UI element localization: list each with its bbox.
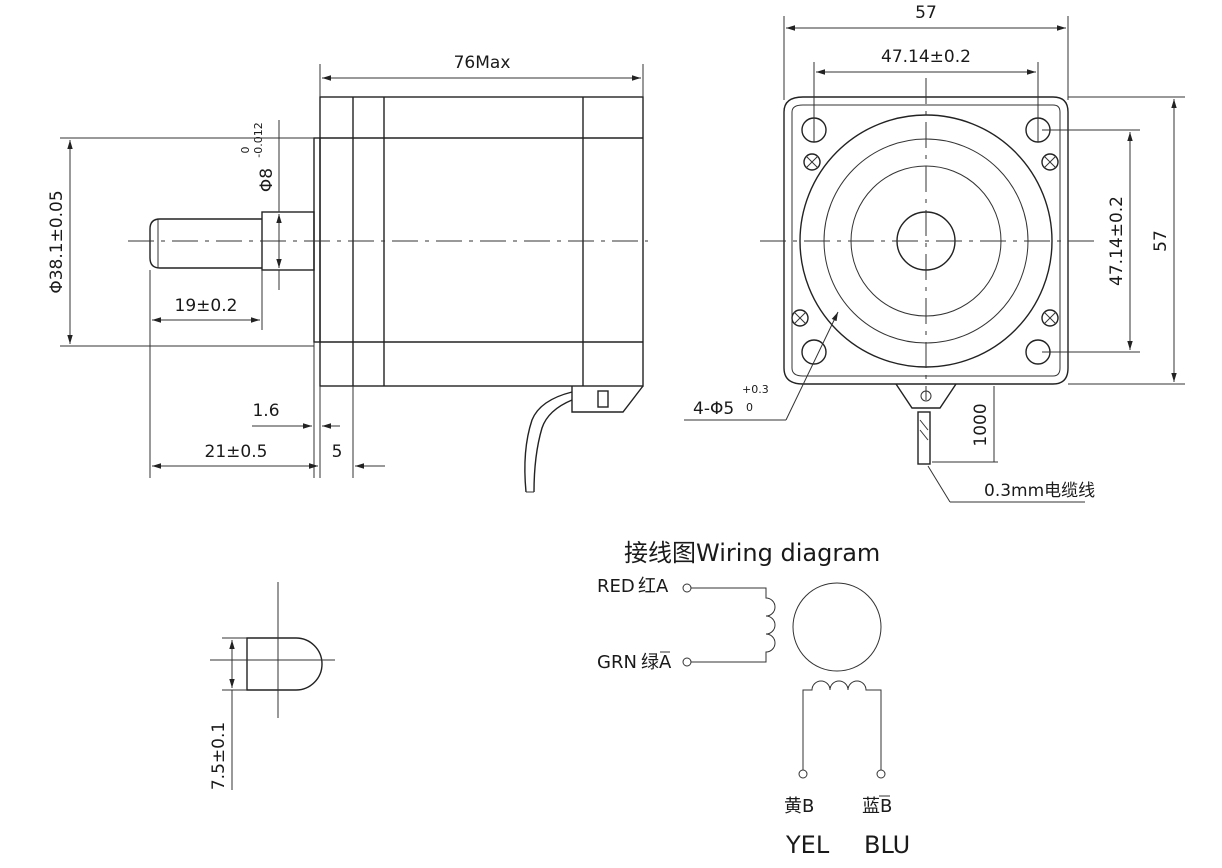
shaft-tol-upper: 0 bbox=[239, 147, 252, 154]
front-flange-outline bbox=[783, 96, 1069, 385]
blu-terminal bbox=[876, 769, 886, 779]
blu-wire-label: BLU bbox=[864, 831, 910, 859]
shaft bbox=[149, 218, 262, 269]
side-dimensions: 76Max Φ38.1±0.05 Φ8 0 -0.012 19±0.2 1.6 … bbox=[47, 53, 644, 478]
wiring-diagram: 接线图 Wiring diagram RED 红A GRN 绿A 黄B 蓝B Y… bbox=[597, 539, 910, 859]
cable-line-1 bbox=[524, 391, 573, 493]
grn-wire-label: GRN bbox=[597, 652, 637, 673]
yel-terminal bbox=[798, 769, 808, 779]
shaft-section: 7.5±0.1 bbox=[209, 582, 335, 790]
coil-a bbox=[691, 587, 776, 663]
wiring-title-cn: 接线图 bbox=[624, 539, 696, 567]
blu-wire-cn: 蓝B bbox=[862, 796, 892, 817]
red-wire-label: RED bbox=[597, 576, 635, 597]
mount-holes-tol-lower: 0 bbox=[746, 401, 753, 414]
flange-thickness-label: 1.6 bbox=[252, 401, 279, 421]
pilot-flange bbox=[313, 137, 321, 343]
front-flange-inner bbox=[791, 104, 1061, 377]
grn-terminal bbox=[682, 657, 692, 667]
front-cable bbox=[917, 411, 931, 465]
screw-tl bbox=[803, 153, 821, 171]
rotor-symbol bbox=[792, 582, 882, 672]
front-dimensions: 57 47.14±0.2 47.14±0.2 57 4-Φ5 +0.3 0 10… bbox=[684, 3, 1185, 503]
shaft-total-label: 21±0.5 bbox=[205, 442, 268, 462]
mount-holes-tol-upper: +0.3 bbox=[742, 383, 769, 396]
front-view bbox=[760, 78, 1095, 465]
screw-br bbox=[1041, 309, 1059, 327]
shaft-tol-lower: -0.012 bbox=[252, 122, 265, 157]
width-top-label: 57 bbox=[915, 3, 937, 23]
red-terminal bbox=[682, 583, 692, 593]
shaft-length-label: 19±0.2 bbox=[175, 296, 238, 316]
yel-wire-cn: 黄B bbox=[784, 796, 814, 817]
cable-exit-box bbox=[571, 385, 644, 413]
hole-spacing-side-label: 47.14±0.2 bbox=[1107, 196, 1127, 286]
height-side-label: 57 bbox=[1151, 230, 1171, 252]
cable-clip bbox=[597, 390, 609, 408]
lead-length-label: 1000 bbox=[971, 403, 991, 446]
shaft-section-flat bbox=[246, 637, 323, 691]
red-wire-cn: 红A bbox=[638, 576, 669, 597]
grn-wire-cn: 绿A bbox=[641, 652, 672, 673]
cable-leader bbox=[927, 465, 951, 503]
mount-holes-label: 4-Φ5 bbox=[693, 399, 734, 419]
cable-line-2 bbox=[533, 399, 573, 493]
overall-length-label: 76Max bbox=[454, 53, 511, 73]
mount-hole-bl bbox=[801, 339, 827, 365]
yel-wire-label: YEL bbox=[785, 831, 830, 859]
shaft-diameter-label: Φ8 bbox=[257, 168, 277, 192]
hole-spacing-top-label: 47.14±0.2 bbox=[881, 47, 971, 67]
wiring-title-en: Wiring diagram bbox=[696, 539, 880, 567]
step-length-label: 5 bbox=[332, 442, 343, 462]
cable-label: 0.3mm电缆线 bbox=[984, 481, 1095, 501]
screw-bl bbox=[791, 309, 809, 327]
mount-hole-leader bbox=[785, 311, 839, 421]
coil-b bbox=[802, 680, 882, 770]
flat-dimension-label: 7.5±0.1 bbox=[209, 722, 229, 790]
pilot-diameter-label: Φ38.1±0.05 bbox=[47, 190, 67, 293]
front-cable-boot bbox=[895, 383, 957, 409]
side-view bbox=[128, 96, 648, 493]
screw-tr bbox=[1041, 153, 1059, 171]
